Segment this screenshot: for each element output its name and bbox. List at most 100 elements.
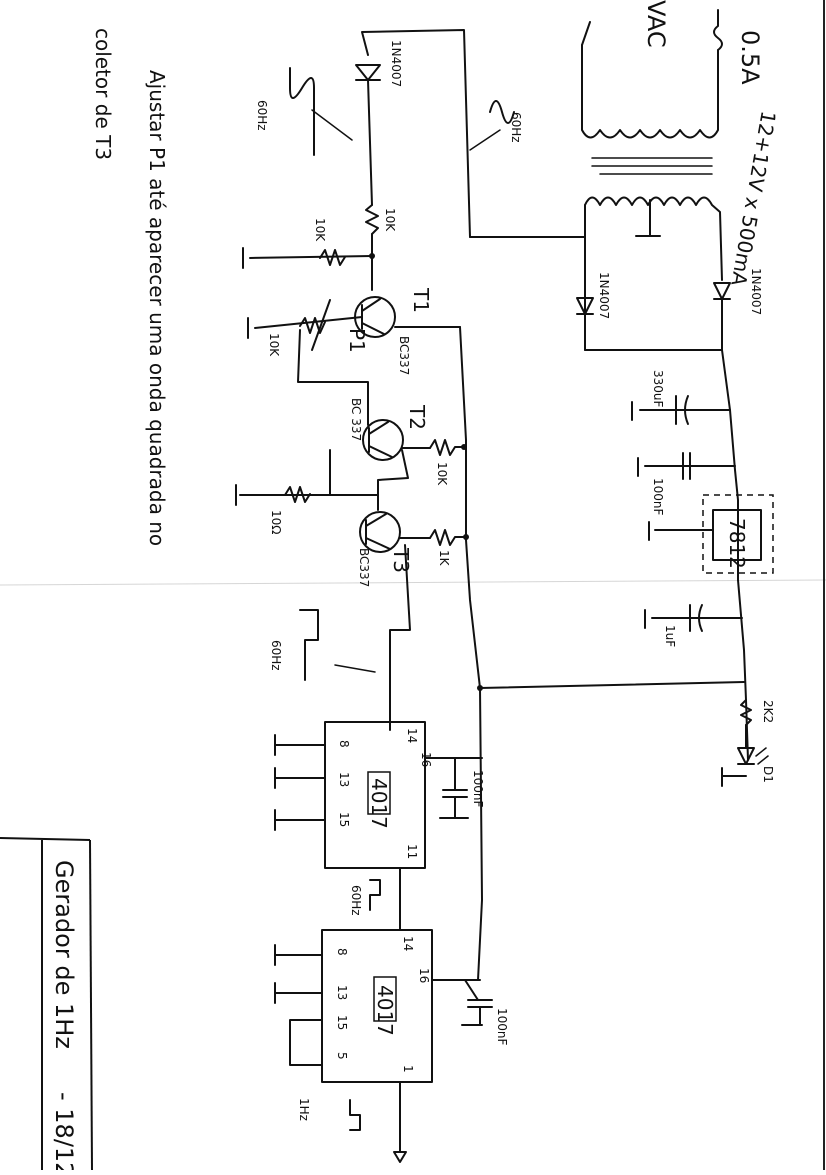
ic-lower-name: 4017: [373, 985, 397, 1036]
diode-a-label: 1N4007: [597, 272, 611, 319]
fuse-label: 0.5A: [736, 30, 764, 85]
r-t2: [429, 439, 465, 456]
ic-lower-pin-15-5-loop: [289, 1019, 323, 1066]
ic-lower-pin-8: 8: [335, 948, 349, 956]
wave-out-sketch: [299, 609, 319, 681]
p1-value-label: 10K: [267, 333, 281, 357]
ic-lower-pin-1: 1: [401, 1065, 415, 1073]
ic-lower-output-arrow: [393, 1151, 407, 1163]
t3-label: T3: [389, 547, 413, 573]
shaper-labels: 1N4007 60Hz 60Hz 10K 10K T1 BC337 P1 10K…: [255, 40, 523, 671]
ic-upper-cap-label: 100nF: [471, 770, 485, 808]
instruction-line-1: Ajustar P1 até aparecer uma onda quadrad…: [145, 70, 169, 546]
ic-upper-pin-11: 11: [405, 844, 419, 859]
cap-1uf-plate-2: [698, 604, 703, 632]
ic-upper: [274, 721, 483, 931]
wave-in-label: 60Hz: [255, 100, 269, 131]
mains-label: VAC: [642, 0, 670, 48]
ic-lower-pin-14: 14: [401, 936, 415, 951]
ic-lower-pin-13: 13: [335, 985, 349, 1000]
ic-upper-pin-13: 13: [337, 772, 351, 787]
ic-upper-pin-8: 8: [337, 740, 351, 748]
ic-upper-pin-14: 14: [405, 728, 419, 743]
cap-100nf-label: 100nF: [651, 478, 665, 516]
t3-emitter: [365, 537, 391, 550]
ic-lower-pin-15: 15: [335, 1015, 349, 1030]
ic-lower-pin-5: 5: [335, 1052, 349, 1060]
wave-out-probe: [334, 664, 376, 673]
t1-collector: [361, 298, 381, 312]
r-series: [365, 204, 379, 235]
led-ray-2: [757, 755, 769, 765]
transformer-secondary: [584, 196, 723, 281]
led-resistor-label: 2K2: [761, 700, 775, 723]
title-block-text: Gerador de 1Hz: [50, 860, 78, 1049]
p1-wiper: [311, 299, 331, 351]
filter-cap-plate-2: [684, 395, 689, 425]
ic-upper-name: 4017: [367, 778, 391, 829]
wave-trimmer-label: 60Hz: [509, 112, 523, 143]
ic-upper-pin-15: 15: [337, 812, 351, 827]
shaper-diode-lead: [367, 79, 373, 206]
ic-lower-out-label: 1Hz: [297, 1098, 311, 1121]
r-t2-label: 10K: [435, 462, 449, 486]
t2-label: T2: [405, 404, 429, 430]
t2-collector: [368, 421, 389, 435]
rectifier-diode-left: [576, 297, 594, 315]
t1-label: T1: [409, 287, 433, 313]
t1-emitter: [361, 322, 385, 335]
transformer-primary: [581, 44, 719, 139]
cap-1uf-label: 1uF: [663, 625, 677, 647]
ic-upper-body: [324, 721, 426, 869]
p1-to-t2: [297, 329, 369, 426]
p1-label: P1: [345, 328, 369, 353]
ic-lower-label-box: [373, 976, 397, 1022]
p1-lead: [254, 316, 363, 329]
ic-upper-labels: 4017 8 13 15 14 16 11 100nF 60Hz: [337, 728, 485, 916]
logic-rail: [459, 326, 483, 981]
p1-body: [299, 317, 326, 334]
wave-shaper: [235, 29, 515, 981]
r-shunt-label: 10K: [313, 218, 327, 242]
supply-labels: VAC 0.5A 12+12V x 500mA 1N4007 1N4007 33…: [597, 0, 781, 783]
wave-trimmer-sketch: [489, 100, 515, 124]
instruction-line-2: coletor de T3: [91, 28, 115, 160]
t3-output-wire: [389, 544, 411, 731]
title-block-right: [89, 839, 93, 1171]
ic-lower-out-sketch: [349, 1099, 361, 1131]
ic-lower-cap-lead: [464, 979, 479, 1001]
transformer-label: 12+12V x 500mA: [726, 109, 780, 288]
regulator-label: 7812: [725, 518, 749, 569]
notes: Ajustar P1 até aparecer uma onda quadrad…: [0, 28, 169, 1175]
r-base-label: 10Ω: [269, 510, 283, 534]
ic-lower-labels: 4017 8 13 15 5 14 16 1 100nF 1Hz: [297, 936, 509, 1121]
ic-upper-pin-16: 16: [419, 752, 433, 767]
t2-part-label: BC 337: [349, 398, 363, 441]
r-shunt-lead: [249, 255, 373, 259]
t3-part-label: BC337: [357, 548, 371, 587]
ic-lower-pin-16: 16: [417, 968, 431, 983]
wave-in-sketch: [289, 67, 315, 156]
t2-to-t3: [377, 449, 409, 511]
t3-body: [359, 511, 401, 553]
vcc-bus: [479, 681, 745, 689]
t3-collector: [365, 513, 387, 527]
led-symbol: [737, 747, 755, 765]
wave-out-label: 60Hz: [269, 640, 283, 671]
wave-in-probe: [311, 109, 353, 141]
led-label: D1: [761, 766, 775, 783]
ic-upper-out-sketch: [369, 879, 381, 911]
r-shunt: [319, 249, 346, 266]
ic-lower: [274, 929, 493, 1163]
shaper-junction: [369, 253, 375, 259]
title-block-date: - 18/12: [50, 1092, 78, 1170]
shaper-diode: [355, 64, 381, 81]
ac-feed-wire: [361, 29, 471, 238]
paper-fold: [0, 579, 826, 586]
t2-emitter: [368, 445, 393, 458]
ic-lower-body: [321, 929, 433, 1083]
fuse-symbol: [713, 9, 723, 51]
r-t3: [429, 529, 467, 546]
rail-junction-1: [461, 444, 467, 450]
